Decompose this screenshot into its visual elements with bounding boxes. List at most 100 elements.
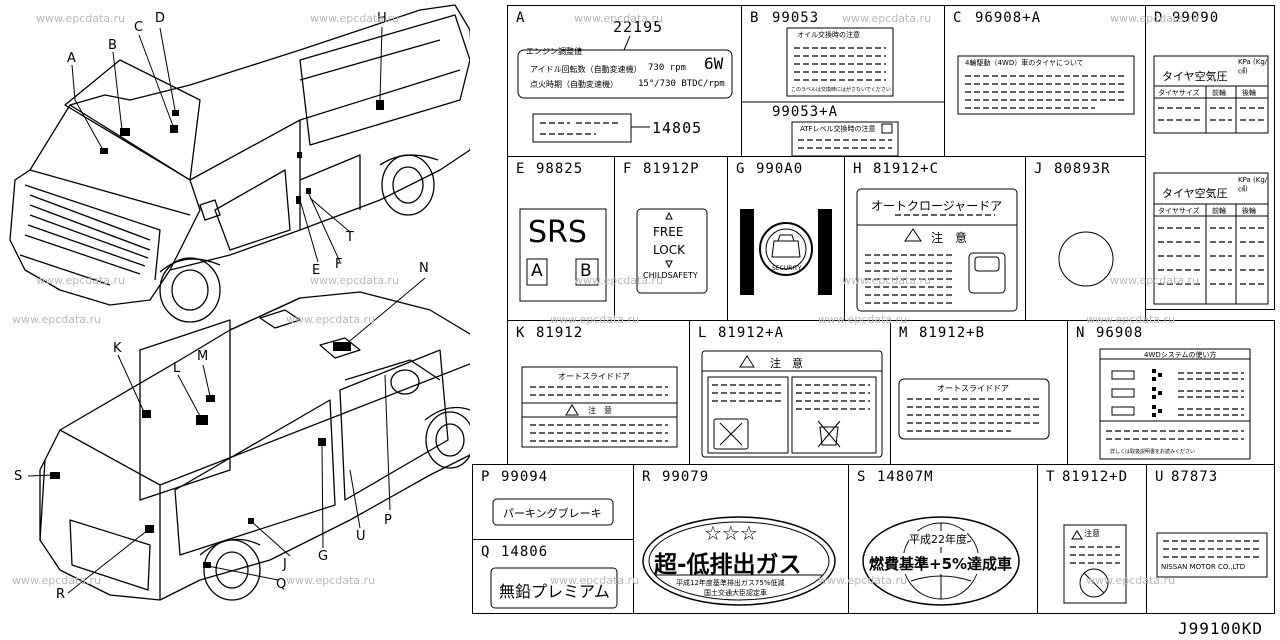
tire-pressure-title-2: タイヤ空気圧 xyxy=(1162,187,1228,200)
cell-letter: G xyxy=(736,161,746,177)
tire-pressure-unit: KPa (Kg/㎠) xyxy=(1238,58,1268,75)
part-code: 99053 xyxy=(772,10,820,26)
parking-brake-label-graphic xyxy=(492,498,614,526)
cell-D: D 99090 タイヤ空気圧 KPa (Kg/㎠) タイヤ xyxy=(1145,5,1275,310)
cell-B: B 99053 オイル交換時の注意 このラベルは交換時にはがさないでください 9… xyxy=(741,5,946,157)
part-code: 99079 xyxy=(662,469,710,485)
col-tire-size: タイヤサイズ xyxy=(1158,89,1200,97)
part-code: 81912+B xyxy=(919,325,986,341)
callout-B: B xyxy=(108,38,117,53)
part-code: 99090 xyxy=(1172,10,1220,26)
oil-label-title: オイル交換時の注意 xyxy=(797,31,860,39)
cell-N: N 96908 4WDシステムの使い方 詳しくは取扱説明書をお読みください xyxy=(1067,320,1275,465)
nissan-maker-text: NISSAN MOTOR CO.,LTD xyxy=(1161,563,1246,571)
part-code: 81912+D xyxy=(1062,469,1129,485)
srs-a: A xyxy=(531,261,543,281)
security-label-graphic xyxy=(740,209,832,295)
cell-P: P 99094 パーキングブレーキ xyxy=(472,464,634,540)
cell-F: F 81912P FREE LOCK CHILDSAFETY xyxy=(614,156,728,321)
timing-label: 点火時期（自動変速機） xyxy=(530,80,618,89)
idle-value: 730 rpm xyxy=(648,63,686,73)
callout-K: K xyxy=(113,341,122,356)
idle-label: アイドル回転数（自動変速機） xyxy=(530,65,642,74)
caution-label-t-graphic xyxy=(1063,524,1127,604)
child-lock-label-graphic xyxy=(636,208,708,294)
nissan-plate-graphic xyxy=(1156,532,1268,578)
cell-letter: N xyxy=(1076,325,1086,341)
cell-M: M 81912+B オートスライドドア xyxy=(890,320,1068,465)
auto-closure-label-graphic xyxy=(856,188,1018,312)
cell-letter: M xyxy=(899,325,909,341)
caution-text: 注意 xyxy=(1084,529,1100,538)
callout-A: A xyxy=(67,51,76,66)
part-code: 96908+A xyxy=(975,10,1042,26)
cell-T: T 81912+D 注意 xyxy=(1037,464,1147,614)
cell-letter: S xyxy=(857,469,867,485)
timing-value: 15°/730 BTDC/rpm xyxy=(638,79,725,89)
callout-M: M xyxy=(197,349,209,364)
cell-letter: E xyxy=(516,161,526,177)
col-front-2: 前輪 xyxy=(1212,207,1226,215)
security-text: SECURITY xyxy=(772,265,802,272)
engine-label-graphic xyxy=(517,35,733,143)
part-code: 22195 xyxy=(613,18,664,36)
cell-letter: F xyxy=(623,161,633,177)
cell-letter: T xyxy=(1046,469,1056,485)
tire-pressure-unit-2: KPa (Kg/㎠) xyxy=(1238,176,1268,193)
callout-N: N xyxy=(419,261,429,276)
low-emission-line1: 平成12年度基準排出ガス75%低減 xyxy=(676,579,785,587)
auto-closure-title: オートクロージャードア xyxy=(871,199,1003,213)
callout-J: J xyxy=(283,557,287,572)
cell-K: K 81912 オートスライドドア 注 意 xyxy=(507,320,690,465)
callout-C: C xyxy=(134,20,144,35)
oil-label-graphic xyxy=(742,27,946,157)
cell-J: J 80893R xyxy=(1025,156,1146,321)
col-rear: 後輪 xyxy=(1242,89,1256,97)
4wd-tire-label-graphic xyxy=(957,55,1135,115)
4wd-system-title: 4WDシステムの使い方 xyxy=(1144,351,1217,359)
callout-E: E xyxy=(312,263,321,278)
tire-pressure-title: タイヤ空気圧 xyxy=(1162,70,1228,83)
cell-letter: R xyxy=(642,469,652,485)
parking-brake-text: パーキングブレーキ xyxy=(503,507,602,520)
lock-text: LOCK xyxy=(653,243,685,257)
auto-slide-title: オートスライドドア xyxy=(558,372,630,381)
col-front: 前輪 xyxy=(1212,89,1226,97)
cell-R: R 99079 ☆☆☆ 超-低排出ガス 平成12年度基準排出ガス75%低減 国土… xyxy=(633,464,849,614)
cell-letter: J xyxy=(1034,161,1044,177)
col-tire-size-2: タイヤサイズ xyxy=(1158,207,1200,215)
auto-slide-label-l-graphic xyxy=(701,350,883,458)
4wd-tire-title: 4輪駆動（4WD）車のタイヤについて xyxy=(965,59,1084,67)
col-rear-2: 後輪 xyxy=(1242,207,1256,215)
callout-U: U xyxy=(356,529,366,544)
low-emission-line2: 国土交通大臣認定車 xyxy=(704,589,767,597)
callout-H: H xyxy=(377,11,387,26)
callout-R: R xyxy=(56,587,66,602)
unleaded-premium-label-graphic xyxy=(490,567,618,609)
part-code: 81912+A xyxy=(718,325,785,341)
fuel-economy-main: 燃費基準+5%達成車 xyxy=(869,553,1013,574)
cell-letter: U xyxy=(1155,469,1165,485)
cell-letter: L xyxy=(698,325,708,341)
cell-letter: C xyxy=(953,10,963,26)
part-code: 80893R xyxy=(1054,161,1111,177)
atf-label-title: ATFレベル交換時の注意 xyxy=(800,125,876,133)
low-emission-label-graphic xyxy=(642,516,836,606)
idle-tag: 6W xyxy=(704,54,724,73)
auto-slide-label-m-graphic xyxy=(898,378,1050,440)
part-code: 87873 xyxy=(1171,469,1219,485)
unleaded-premium-text: 無鉛プレミアム xyxy=(499,582,610,601)
diagram-reference: J99100KD xyxy=(1178,619,1264,638)
caution-text: 注 意 xyxy=(770,357,803,370)
4wd-system-foot: 詳しくは取扱説明書をお読みください xyxy=(1110,449,1196,455)
sub-part-code: 14805 xyxy=(652,119,703,137)
cell-A: A 22195 エンジン調整値 アイドル回転数（自動変速機） 730 rpm 6… xyxy=(507,5,742,157)
callout-F: F xyxy=(335,257,343,272)
callout-T: T xyxy=(346,230,354,245)
cell-U: U 87873 NISSAN MOTOR CO.,LTD xyxy=(1146,464,1275,614)
caution-text: 注 意 xyxy=(588,406,612,415)
srs-b: B xyxy=(580,261,592,281)
part-code: 14806 xyxy=(501,544,549,560)
caution-text: 注 意 xyxy=(931,231,968,245)
